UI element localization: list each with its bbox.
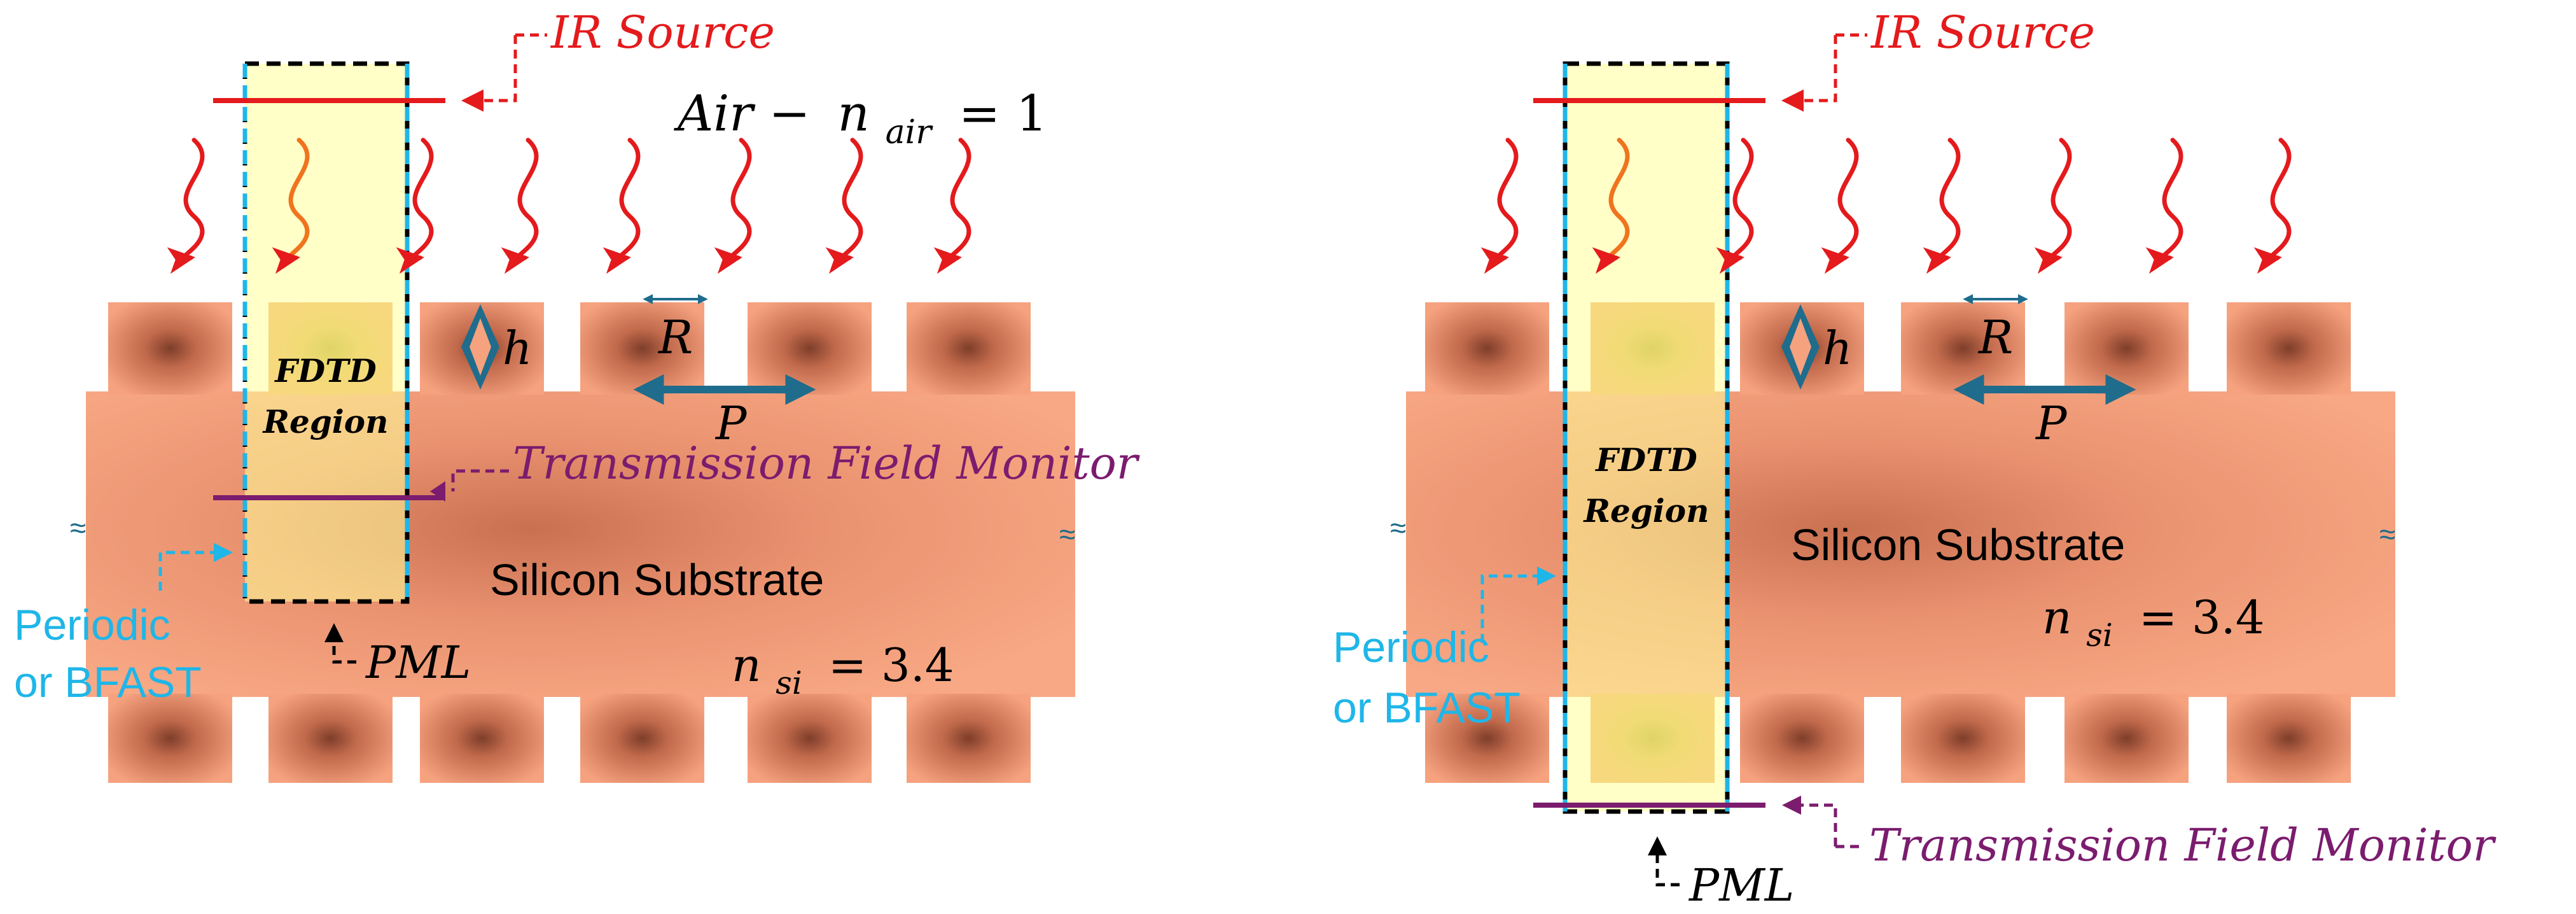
ir-wave [2145, 137, 2183, 274]
pillar [907, 694, 1031, 783]
left-periodic-label-line2: or BFAST [14, 658, 202, 707]
r-label: R [657, 311, 693, 364]
pillar [1425, 302, 1549, 395]
pillar [2227, 302, 2351, 395]
ir-wave [2034, 137, 2072, 274]
pillar [2227, 694, 2351, 783]
ir-wave [396, 137, 434, 274]
ir-wave [1592, 137, 1630, 274]
left-n-si-label: n si = 3.4 [732, 638, 954, 705]
pillar [907, 302, 1031, 395]
ir-wave [1923, 137, 1961, 274]
left-h-dimension: h [461, 304, 532, 390]
left-fdtd-region [245, 64, 407, 601]
pillar [1901, 694, 2025, 783]
left-ir-source-leader [461, 35, 517, 112]
h-arrow-inner [1790, 318, 1811, 376]
ir-wave [714, 137, 752, 274]
left-periodic-label-line1: Periodic [14, 601, 171, 649]
left-r-dimension: R [643, 294, 708, 364]
pillar [420, 694, 544, 783]
right-h-dimension: h [1781, 304, 1852, 390]
right-ir-waves [1480, 137, 2292, 274]
left-transmission-label: Transmission Field Monitor [513, 437, 1140, 489]
right-p-dimension: P [1953, 374, 2136, 450]
pillar [2064, 302, 2189, 395]
right-n-si-label: n si = 3.4 [2042, 591, 2265, 657]
right-break-symbol-right: ≈ [2379, 517, 2395, 551]
right-pml-leader [1648, 836, 1680, 887]
right-ir-source-label: IR Source [1870, 6, 2095, 59]
right-fdtd-region [1565, 64, 1727, 812]
ir-wave [1480, 137, 1519, 274]
pillar [108, 302, 232, 395]
p-label: P [2035, 397, 2068, 450]
h-label: h [1823, 321, 1852, 375]
ir-wave [825, 137, 863, 274]
ir-wave [933, 137, 971, 274]
left-pml-label: PML [365, 636, 471, 689]
left-fdtd-label-line1: FDTD [274, 352, 376, 390]
ir-wave [602, 137, 641, 274]
left-transmission-leader [451, 469, 509, 491]
left-transmission-arrowhead [430, 481, 445, 502]
h-arrow-inner [470, 318, 491, 376]
right-transmission-label: Transmission Field Monitor [1869, 819, 2496, 871]
right-fdtd-label-line2: Region [1582, 492, 1709, 530]
pillar [2064, 694, 2189, 783]
p-label: P [714, 397, 748, 450]
left-pml-leader [324, 623, 356, 664]
pillar [748, 694, 872, 783]
right-break-symbol-left: ≈ [1390, 511, 1406, 544]
right-substrate-label: Silicon Substrate [1791, 520, 2125, 570]
pillar [108, 694, 232, 783]
left-break-symbol-right: ≈ [1059, 517, 1075, 551]
right-periodic-label-line2: or BFAST [1333, 684, 1521, 732]
pillar [580, 694, 704, 783]
pillar [268, 694, 393, 783]
right-fdtd-label-line1: FDTD [1594, 441, 1697, 479]
pillar [1740, 694, 1864, 783]
left-ir-source-label: IR Source [550, 6, 775, 59]
r-label: R [1977, 311, 2013, 364]
pillar [1425, 694, 1549, 783]
air-label: Air − n air = 1 [674, 85, 1048, 155]
left-bottom-pillars [108, 694, 1031, 783]
right-pml-label: PML [1688, 859, 1794, 911]
ir-wave [167, 137, 205, 274]
pillar [748, 302, 872, 395]
right-r-dimension: R [1963, 294, 2028, 364]
ir-wave [272, 137, 310, 274]
right-periodic-leader [1480, 566, 1556, 643]
left-substrate-label: Silicon Substrate [490, 555, 824, 605]
left-p-dimension: P [633, 374, 816, 450]
right-ir-source-leader [1781, 35, 1837, 112]
right-transmission-leader [1782, 796, 1837, 847]
left-panel: IR Source Air − n air = 1 h R [14, 6, 1140, 783]
left-periodic-leader [158, 543, 233, 591]
left-break-symbol-left: ≈ [70, 511, 86, 544]
left-ir-waves [167, 137, 971, 274]
ir-wave [1821, 137, 1859, 274]
ir-wave [2253, 137, 2292, 274]
left-fdtd-label-line2: Region [261, 403, 388, 440]
right-periodic-label-line1: Periodic [1333, 623, 1489, 671]
h-label: h [503, 321, 532, 375]
right-panel: IR Source h R P FDTD Region [1333, 6, 2496, 911]
ir-wave [501, 137, 539, 274]
ir-wave [1716, 137, 1754, 274]
